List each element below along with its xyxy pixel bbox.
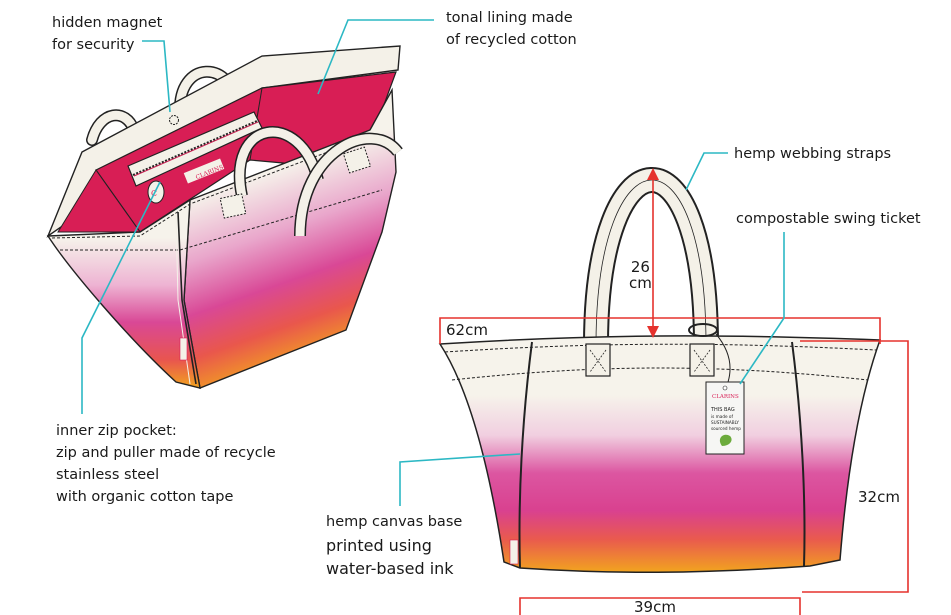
dim-height: 32cm bbox=[858, 488, 900, 506]
svg-text:CLARINS: CLARINS bbox=[712, 394, 739, 400]
leader-lines bbox=[81, 19, 785, 506]
dim-handle-height: 26 cm bbox=[629, 258, 652, 292]
label-inner-zip-pocket: inner zip pocket: zip and puller made of… bbox=[56, 423, 276, 505]
magnet-icon bbox=[169, 115, 179, 125]
svg-text:THIS BAG: THIS BAG bbox=[710, 407, 735, 413]
label-hidden-magnet: hidden magnet for security bbox=[52, 15, 163, 53]
swing-ticket: CLARINS THIS BAG is made of SUSTAINABLY … bbox=[688, 323, 745, 455]
svg-text:is made of: is made of bbox=[711, 414, 733, 419]
label-hemp-straps: hemp webbing straps bbox=[734, 146, 892, 162]
dim-top-width: 62cm bbox=[446, 321, 488, 339]
left-bag: CLARINS C bbox=[46, 45, 403, 389]
label-tonal-lining: tonal lining made of recycled cotton bbox=[446, 10, 577, 48]
dimension-lines bbox=[439, 168, 909, 615]
svg-text:sourced hemp: sourced hemp bbox=[711, 426, 741, 431]
right-bag: CLARINS THIS BAG is made of SUSTAINABLY … bbox=[438, 167, 882, 574]
label-swing-ticket: compostable swing ticket bbox=[736, 211, 921, 227]
label-hemp-canvas: hemp canvas base printed using water-bas… bbox=[326, 514, 463, 578]
dim-base-width: 39cm bbox=[634, 598, 676, 615]
svg-text:SUSTAINABLY: SUSTAINABLY bbox=[711, 420, 739, 425]
